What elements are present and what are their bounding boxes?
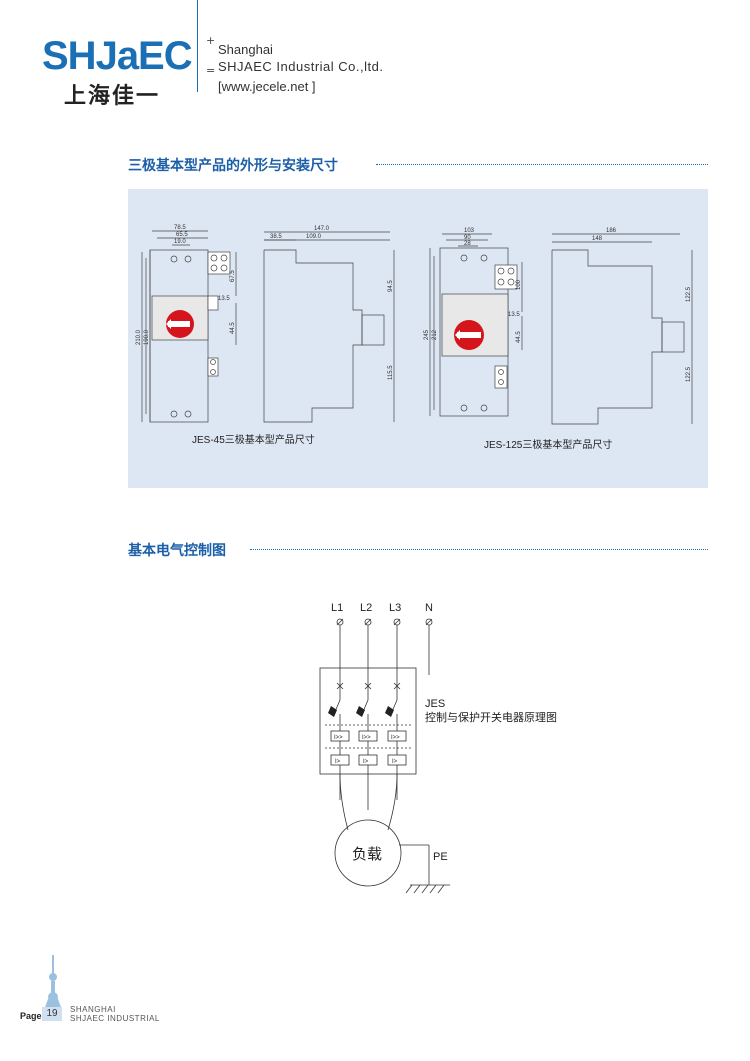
jes125-caption: JES-125三极基本型产品尺寸 — [484, 438, 612, 451]
device-name-label: JES — [425, 698, 445, 710]
jes125-dim-h2: 212 — [432, 329, 438, 340]
tower-icon — [44, 955, 62, 1010]
jes45-dim-h2: 190.0 — [144, 329, 150, 345]
brand-logo-chinese: 上海佳一 — [64, 84, 161, 109]
header-divider — [197, 0, 198, 92]
load-label: 负载 — [352, 846, 382, 863]
section-title-rule-2 — [250, 549, 708, 550]
jes45-dim-w1: 78.5 — [174, 225, 186, 231]
relay-overload-3: I>> — [391, 735, 400, 741]
footer-company: SHJAEC INDUSTRIAL — [70, 1014, 160, 1023]
company-name: SHJAEC Industrial Co.,ltd. — [218, 59, 384, 74]
jes45-dim-w3: 19.0 — [174, 239, 186, 245]
jes125-dim-w2: 90 — [464, 235, 471, 241]
dimensions-panel — [128, 189, 708, 488]
jes45-caption: JES-45三极基本型产品尺寸 — [192, 433, 315, 446]
page-number: 19 — [42, 1007, 62, 1021]
jes45-dim-v1: 67.5 — [230, 270, 236, 282]
jes45-dim-s2: 115.5 — [388, 365, 394, 380]
company-city: Shanghai — [218, 42, 273, 57]
jes45-dim-side-b: 109.0 — [306, 234, 322, 240]
relay-overload-2: I>> — [362, 735, 371, 741]
jes125-dim-v3: 44.5 — [516, 331, 522, 343]
section-title-dimensions: 三极基本型产品的外形与安装尺寸 — [128, 158, 338, 174]
pe-label: PE — [433, 851, 448, 863]
jes45-dim-h1: 210.0 — [136, 329, 142, 345]
device-description: 控制与保护开关电器原理图 — [425, 710, 557, 724]
jes125-dim-side-total: 186 — [606, 228, 617, 234]
jes45-dim-side-total: 147.0 — [314, 226, 330, 232]
relay-overload-1: I>> — [334, 735, 343, 741]
section-title-circuit: 基本电气控制图 — [128, 543, 226, 559]
phase-l3-label: L3 — [389, 602, 401, 614]
relay-short-1: I> — [335, 759, 341, 765]
relay-short-3: I> — [392, 759, 398, 765]
jes125-dim-s2: 122.5 — [686, 366, 692, 382]
jes45-dim-v3: 44.5 — [230, 322, 236, 334]
neutral-label: N — [425, 602, 433, 614]
jes125-dim-v1: 100 — [516, 279, 522, 290]
jes125-dim-w3: 28 — [464, 241, 471, 247]
brand-logo: SHJaEC — [42, 34, 193, 78]
switch-handle-1-icon — [328, 706, 337, 717]
page-label: Page — [20, 1011, 42, 1021]
section-title-rule — [376, 164, 708, 165]
footer-city: SHANGHAI — [70, 1005, 116, 1014]
load-motor-circle — [334, 819, 402, 887]
jes45-dim-w2: 65.5 — [176, 232, 188, 238]
jes45-dim-s1: 94.5 — [388, 280, 394, 292]
plus-mark: + — [206, 34, 216, 47]
jes125-dim-side-a: 148 — [592, 236, 603, 242]
switch-handle-2-icon — [356, 706, 365, 717]
jes125-dim-h1: 245 — [424, 329, 430, 340]
jes45-dim-side-a: 38.5 — [270, 234, 282, 240]
jes125-dim-v2: 13.5 — [508, 312, 520, 318]
switch-handle-3-icon — [385, 706, 394, 717]
phase-l1-label: L1 — [331, 602, 343, 614]
jes125-dim-s1: 122.5 — [686, 286, 692, 302]
equals-mark: = — [206, 64, 216, 77]
relay-short-2: I> — [363, 759, 369, 765]
jes45-dim-v2: 13.5 — [218, 296, 230, 302]
jes125-dim-w1: 103 — [464, 228, 475, 234]
phase-l2-label: L2 — [360, 602, 372, 614]
company-website: [www.jecele.net ] — [218, 79, 316, 94]
